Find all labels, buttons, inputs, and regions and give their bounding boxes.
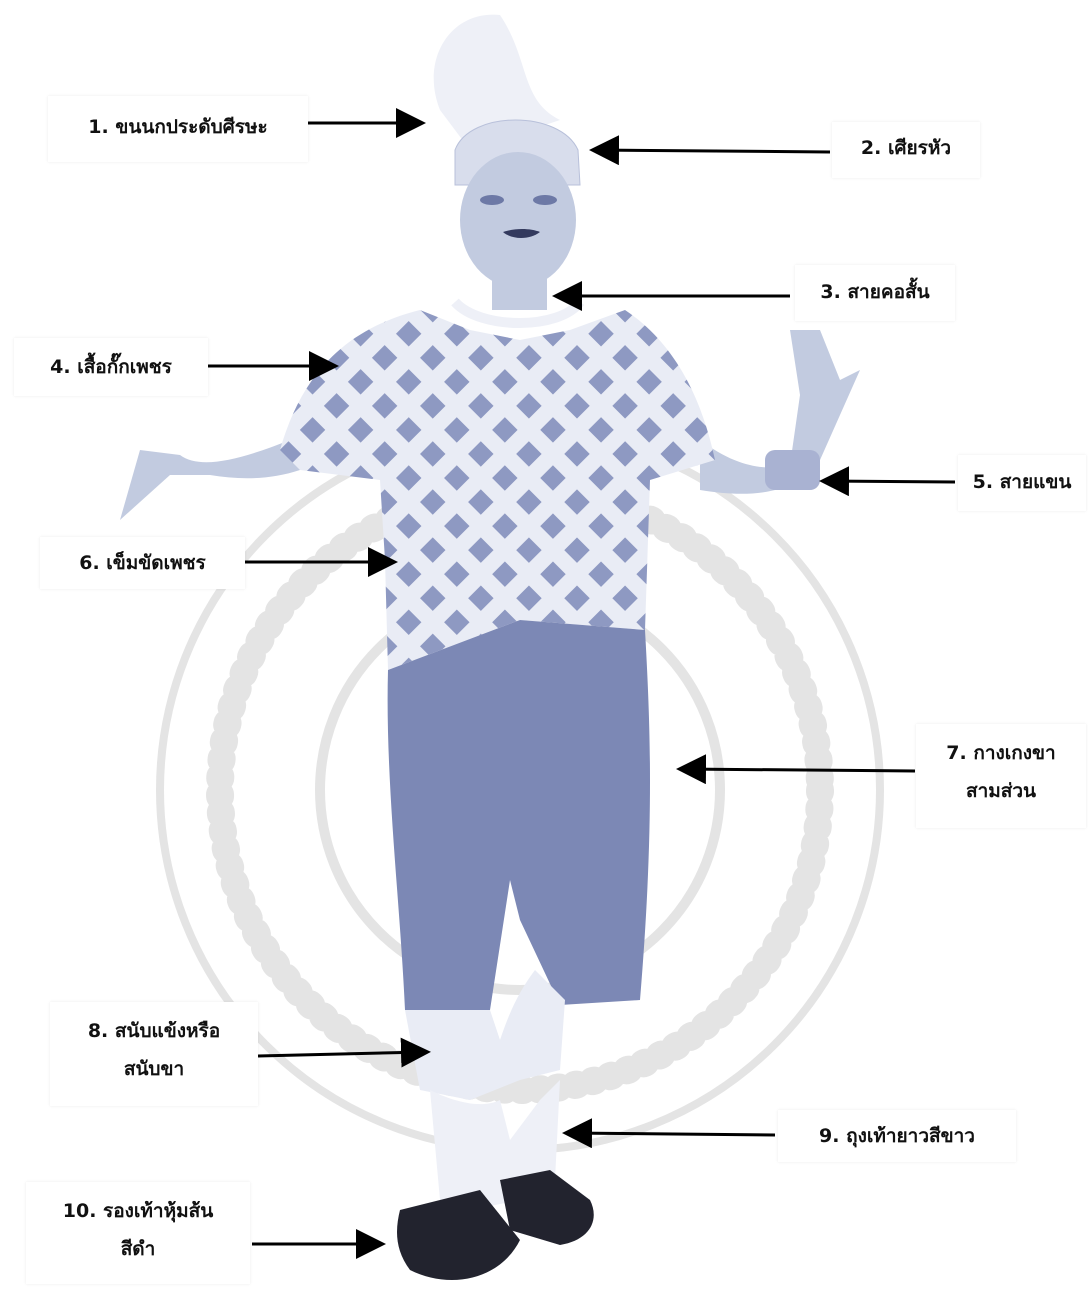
label-white-socks: 9. ถุงเท้ายาวสีขาว (778, 1110, 1016, 1162)
arrow-7 (682, 769, 915, 771)
label-short-necklace: 3. สายคอสั้น (795, 265, 955, 321)
label-diamond-vest: 4. เสื้อกั๊กเพชร (14, 338, 208, 396)
label-shin-guards: 8. สนับแข้งหรือ สนับขา (50, 1002, 258, 1106)
arrow-9 (568, 1133, 775, 1135)
label-feather-crest: 1. ขนนกประดับศีรษะ (48, 96, 308, 162)
label-armband: 5. สายแขน (958, 455, 1086, 511)
arrow-8 (258, 1052, 425, 1056)
label-headpiece: 2. เศียรหัว (832, 122, 980, 178)
arrow-2 (595, 150, 830, 152)
arrow-5 (825, 481, 955, 482)
label-diamond-belt: 6. เข็มขัดเพชร (40, 537, 245, 589)
label-three-quarter-pants: 7. กางเกงขา สามส่วน (916, 724, 1086, 828)
label-black-shoes: 10. รองเท้าหุ้มส้น สีดำ (26, 1182, 250, 1284)
